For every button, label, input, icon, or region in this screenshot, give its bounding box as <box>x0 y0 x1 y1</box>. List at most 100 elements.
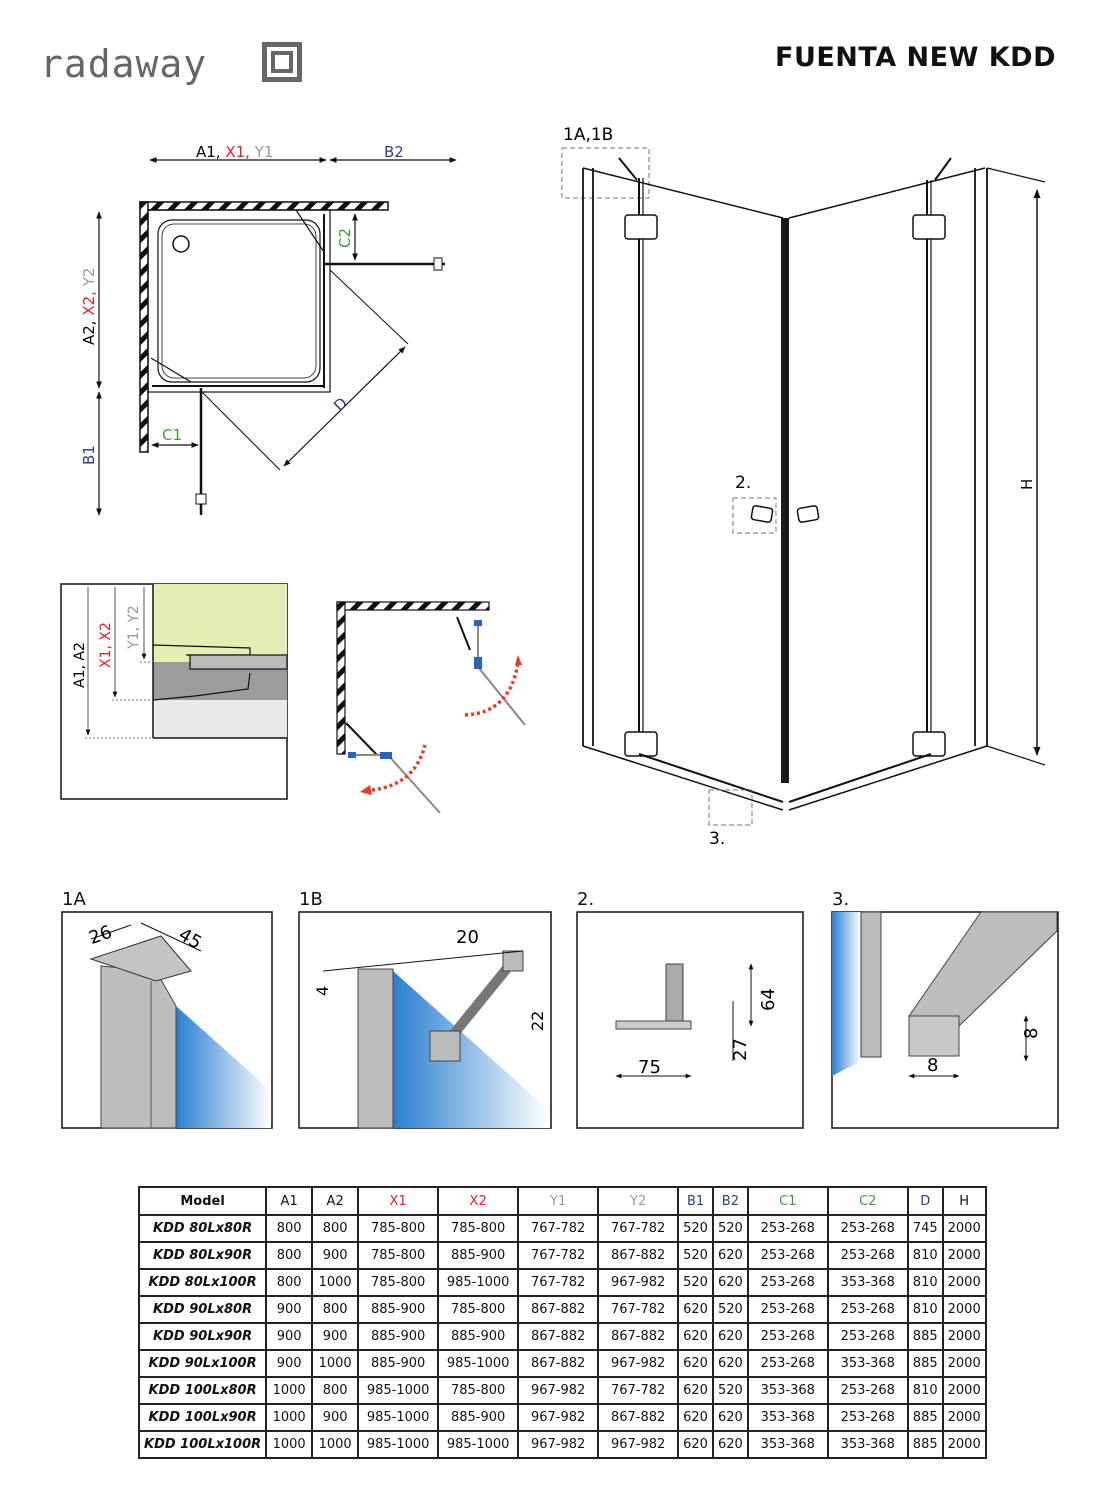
cell-x2: 885-900 <box>437 1403 520 1432</box>
cell-y2: 767-782 <box>597 1376 680 1405</box>
cell-a2: 800 <box>311 1376 360 1405</box>
cell-x2: 885-900 <box>437 1322 520 1351</box>
cell-y2: 967-982 <box>597 1349 680 1378</box>
label-c2: C2 <box>336 228 354 248</box>
header-model: Model <box>137 1186 268 1216</box>
callout-handle: 2. <box>735 473 751 493</box>
cell-y2: 867-882 <box>597 1241 680 1270</box>
cell-y2: 767-782 <box>597 1214 680 1243</box>
cell-d: 885 <box>906 1403 944 1432</box>
cell-c1: 353-368 <box>746 1430 829 1459</box>
cell-x1: 885-900 <box>357 1349 440 1378</box>
cell-d: 810 <box>906 1295 944 1324</box>
cell-model: KDD 90Lx90R <box>137 1322 268 1351</box>
detail-1a-label: 1A <box>62 889 86 910</box>
cell-b1: 520 <box>677 1214 714 1243</box>
cell-a2: 900 <box>311 1241 360 1270</box>
cell-b1: 520 <box>677 1241 714 1270</box>
cell-a2: 1000 <box>311 1349 360 1378</box>
cell-h: 2000 <box>941 1241 987 1270</box>
dim-2-height: 64 <box>758 988 779 1011</box>
detail-2-diagram: 75 64 27 <box>576 911 804 1129</box>
plan-view-diagram: A1, X1, Y1 B2 A2, X2, Y2 B1 C2 C1 D <box>80 143 457 516</box>
cell-a1: 800 <box>265 1268 314 1297</box>
cell-y1: 967-982 <box>517 1376 600 1405</box>
dim-3-width: 8 <box>927 1055 938 1076</box>
svg-text:A2, X2, Y2: A2, X2, Y2 <box>80 268 98 345</box>
dim-1b-offset: 4 <box>313 986 332 996</box>
section-view-diagram: A1, A2 X1, X2 Y1, Y2 <box>60 583 288 800</box>
detail-2-label: 2. <box>577 889 595 910</box>
cell-c1: 253-268 <box>746 1241 829 1270</box>
cell-x1: 785-800 <box>357 1241 440 1270</box>
cell-b2: 620 <box>711 1322 749 1351</box>
cell-b2: 520 <box>711 1295 749 1324</box>
cell-d: 885 <box>906 1322 944 1351</box>
cell-y1: 867-882 <box>517 1295 600 1324</box>
cell-y2: 767-782 <box>597 1295 680 1324</box>
logo-text: radaway <box>40 42 208 86</box>
cell-x1: 985-1000 <box>357 1376 440 1405</box>
svg-text:A1, X1, Y1: A1, X1, Y1 <box>196 143 273 161</box>
cell-x2: 785-800 <box>437 1295 520 1324</box>
header-h: H <box>941 1186 987 1216</box>
cell-b2: 520 <box>711 1376 749 1405</box>
cell-h: 2000 <box>941 1322 987 1351</box>
dim-1b-height: 22 <box>528 1011 547 1031</box>
cell-c1: 253-268 <box>746 1295 829 1324</box>
callout-bottom-seal: 3. <box>709 829 725 849</box>
cell-x1: 885-900 <box>357 1295 440 1324</box>
cell-a2: 800 <box>311 1295 360 1324</box>
callout-1a-1b: 1A,1B <box>563 125 613 145</box>
label-a1: A1, <box>196 143 221 161</box>
cell-x1: 985-1000 <box>357 1430 440 1459</box>
label-a2: A2, <box>80 320 98 345</box>
cell-b1: 620 <box>677 1403 714 1432</box>
dim-2-length: 75 <box>638 1057 661 1078</box>
cell-x2: 885-900 <box>437 1241 520 1270</box>
detail-3-diagram: 8 8 <box>831 911 1059 1129</box>
cell-model: KDD 80Lx100R <box>137 1268 268 1297</box>
cell-x1: 785-800 <box>357 1214 440 1243</box>
elevation-view-diagram: 1A,1B 2. 3. H <box>561 125 1046 849</box>
cell-h: 2000 <box>941 1376 987 1405</box>
brand-logo: radaway <box>40 38 302 98</box>
cell-b1: 620 <box>677 1376 714 1405</box>
cell-y2: 967-982 <box>597 1268 680 1297</box>
logo-square-icon <box>262 42 302 82</box>
cell-h: 2000 <box>941 1403 987 1432</box>
cell-c1: 353-368 <box>746 1403 829 1432</box>
cell-y1: 867-882 <box>517 1322 600 1351</box>
detail-3-label: 3. <box>832 889 850 910</box>
cell-y1: 767-782 <box>517 1214 600 1243</box>
detail-1b-diagram: 20 4 22 <box>298 911 552 1129</box>
cell-c2: 253-268 <box>826 1241 909 1270</box>
cell-d: 810 <box>906 1376 944 1405</box>
cell-b2: 620 <box>711 1403 749 1432</box>
cell-c1: 353-368 <box>746 1376 829 1405</box>
cell-x2: 785-800 <box>437 1214 520 1243</box>
header-b2: B2 <box>711 1186 749 1216</box>
header-x2: X2 <box>437 1186 520 1216</box>
label-b2: B2 <box>384 143 404 161</box>
cell-model: KDD 90Lx100R <box>137 1349 268 1378</box>
label-y2: Y2 <box>80 268 98 288</box>
table-header-row: Model A1 A2 X1 X2 Y1 Y2 B1 B2 C1 C2 D H <box>137 1186 987 1216</box>
cell-c2: 353-368 <box>826 1349 909 1378</box>
label-h: H <box>1018 479 1036 490</box>
header-b1: B1 <box>677 1186 714 1216</box>
cell-b2: 620 <box>711 1430 749 1459</box>
cell-a1: 800 <box>265 1214 314 1243</box>
cell-a1: 900 <box>265 1349 314 1378</box>
label-y1: Y1 <box>254 143 274 161</box>
label-x1-x2: X1, X2 <box>98 622 114 668</box>
label-a1-a2: A1, A2 <box>72 642 88 688</box>
header-c1: C1 <box>746 1186 829 1216</box>
cell-a2: 800 <box>311 1214 360 1243</box>
cell-x2: 785-800 <box>437 1376 520 1405</box>
cell-y2: 867-882 <box>597 1403 680 1432</box>
